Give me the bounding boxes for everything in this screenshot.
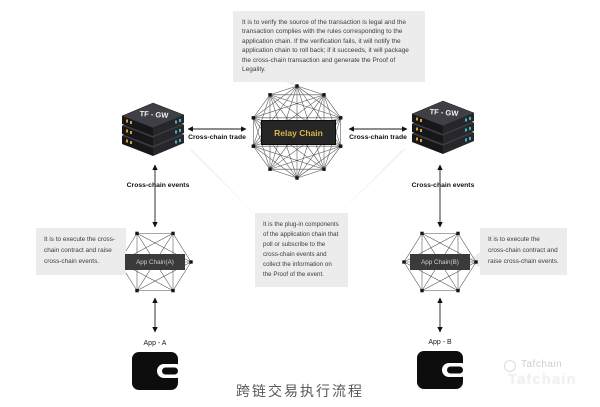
app-chain-b-node: App Chain(B): [410, 254, 470, 270]
watermark-brand-faint: Tafchain: [508, 371, 577, 388]
trade-label-right: Cross-chain trade: [349, 134, 407, 141]
events-label-right: Cross-chain events: [411, 182, 475, 189]
callout-execute-right: It is to execute the cross-chain contrac…: [480, 228, 567, 275]
relay-chain-node: Relay Chain: [261, 120, 336, 145]
callout-plugin: It is the plug-in components of the appl…: [255, 213, 348, 287]
events-label-left: Cross-chain events: [126, 182, 190, 189]
app-chain-a-node: App Chain(A): [125, 254, 185, 270]
watermark-brand: Tafchain: [521, 359, 563, 370]
watermark-logo-icon: [504, 360, 516, 372]
app-a-label: App - A: [143, 340, 167, 347]
right-callout-pointer: [466, 252, 481, 268]
page-title: 跨链交易执行流程: [236, 385, 364, 400]
trade-label-left: Cross-chain trade: [188, 134, 246, 141]
app-b-label: App - B: [428, 339, 452, 346]
callout-verify: It is to verify the source of the transa…: [233, 11, 425, 82]
callout-execute-left: It is to execute the cross-chain contrac…: [36, 228, 126, 275]
